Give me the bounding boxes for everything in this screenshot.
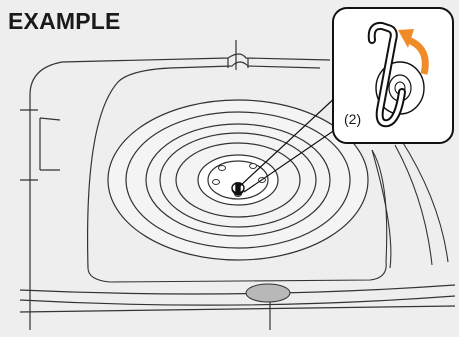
floor-handle <box>246 284 290 302</box>
trunk-side-panel <box>372 138 448 268</box>
tire-clamp-bolt <box>232 183 244 195</box>
example-label: EXAMPLE <box>8 10 121 33</box>
callout-number: (2) <box>344 112 361 126</box>
spare-tire <box>108 100 368 260</box>
